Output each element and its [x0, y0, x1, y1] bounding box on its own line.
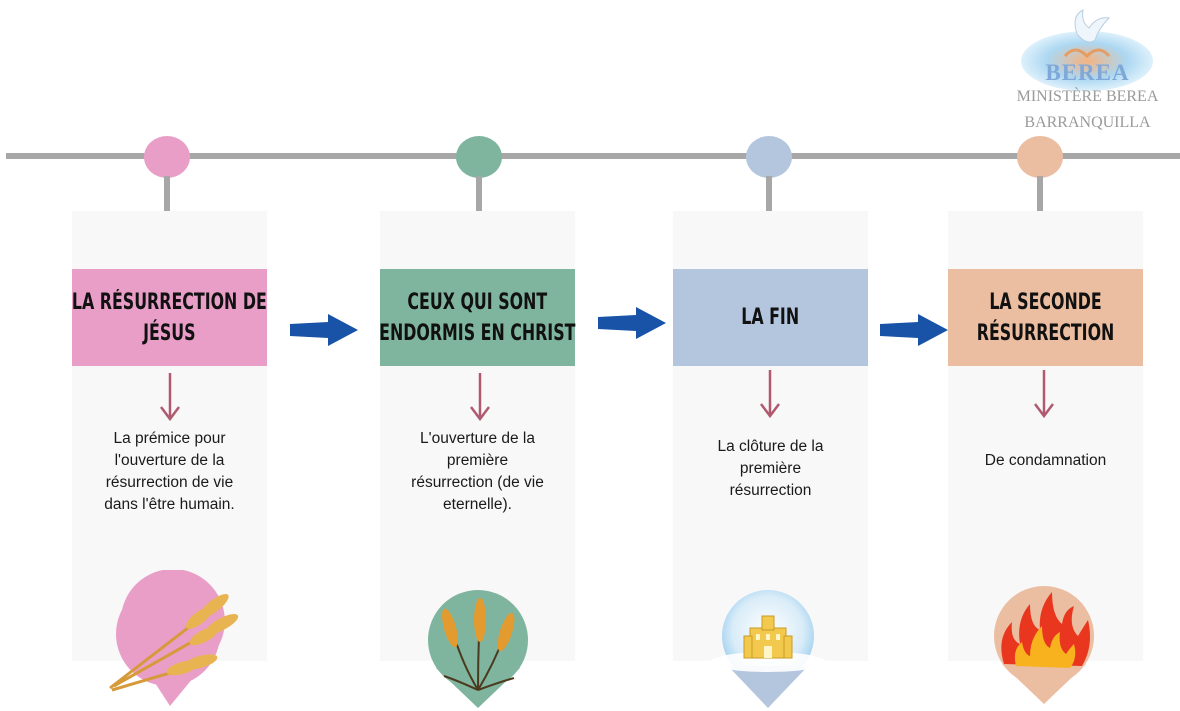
stage-title-4: LA SECONDE RÉSURRECTION — [977, 287, 1115, 349]
timeline-dot-3 — [746, 136, 792, 178]
heavenly-city-icon — [710, 590, 826, 708]
timeline-stem-3 — [766, 176, 772, 211]
logo-line-2: BARRANQUILLA — [1024, 114, 1151, 131]
timeline-stem-4 — [1037, 176, 1043, 211]
berea-logo: BEREA MINISTÈRE BEREA BARRANQUILLA — [1005, 6, 1170, 141]
stage-title-3-line-1: LA FIN — [741, 305, 800, 330]
stage-title-4-line-2: RÉSURRECTION — [976, 320, 1115, 346]
timeline-dot-2 — [456, 136, 502, 178]
fire-icon — [994, 586, 1094, 704]
stage-card-4: LA SECONDE RÉSURRECTION De condamnation — [948, 211, 1143, 661]
stage-card-2: CEUX QUI SONT ENDORMIS EN CHRIST L'ouver… — [379, 211, 576, 661]
desc-line: La prémice pour — [113, 430, 226, 447]
desc-line: L'ouverture de la — [420, 430, 535, 447]
timeline-dot-1 — [144, 136, 190, 178]
stage-title-2-line-2: ENDORMIS EN CHRIST — [379, 320, 576, 346]
stage-description-4: De condamnation — [958, 450, 1133, 472]
desc-line: résurrection — [729, 482, 812, 499]
right-arrow-icon-1 — [290, 314, 358, 346]
wheat-stalks-icon — [428, 590, 528, 708]
stage-description-1: La prémice pour l'ouverture de la résurr… — [82, 428, 257, 516]
timeline-stem-1 — [164, 176, 170, 211]
desc-line: première — [739, 460, 802, 477]
stage-description-2: L'ouverture de la première résurrection … — [390, 428, 565, 516]
desc-line: résurrection (de vie — [411, 474, 544, 491]
desc-line: La clôture de la — [717, 438, 824, 455]
timeline-dot-4 — [1017, 136, 1063, 178]
timeline-stem-2 — [476, 176, 482, 211]
timeline-line — [6, 153, 1180, 159]
wheat-sheaf-icon — [109, 570, 239, 706]
stage-title-1-line-1: LA RÉSURRECTION DE — [72, 289, 267, 315]
desc-line: dans l'être humain. — [104, 496, 235, 513]
stage-title-2: CEUX QUI SONT ENDORMIS EN CHRIST — [379, 287, 575, 349]
desc-line: De condamnation — [984, 452, 1107, 469]
down-arrow-icon — [760, 370, 780, 419]
stage-title-box-1: LA RÉSURRECTION DE JÉSUS — [72, 269, 267, 366]
stage-description-3: La clôture de la première résurrection — [683, 436, 858, 502]
stage-title-box-2: CEUX QUI SONT ENDORMIS EN CHRIST — [379, 269, 576, 366]
right-arrow-icon-2 — [598, 307, 666, 339]
right-arrow-icon-3 — [880, 314, 948, 346]
dove-logo-icon — [1021, 9, 1153, 91]
logo-line-1: MINISTÈRE BEREA — [1016, 88, 1159, 105]
down-arrow-icon — [470, 373, 490, 422]
desc-line: eternelle). — [443, 496, 512, 513]
stage-title-box-3: LA FIN — [673, 269, 868, 366]
stage-card-3: LA FIN La clôture de la première résurre… — [673, 211, 868, 661]
stage-title-3: LA FIN — [742, 302, 800, 333]
stage-title-box-4: LA SECONDE RÉSURRECTION — [948, 269, 1143, 366]
desc-line: l'ouverture de la — [114, 452, 225, 469]
stage-title-1: LA RÉSURRECTION DE JÉSUS — [72, 287, 267, 349]
logo-name: BEREA — [1045, 60, 1130, 85]
stage-title-2-line-1: CEUX QUI SONT — [407, 289, 548, 315]
stage-title-4-line-1: LA SECONDE — [989, 289, 1102, 315]
stage-title-1-line-2: JÉSUS — [143, 320, 196, 346]
desc-line: résurrection de vie — [105, 474, 234, 491]
desc-line: première — [446, 452, 509, 469]
down-arrow-icon — [160, 373, 180, 422]
down-arrow-icon — [1034, 370, 1054, 419]
